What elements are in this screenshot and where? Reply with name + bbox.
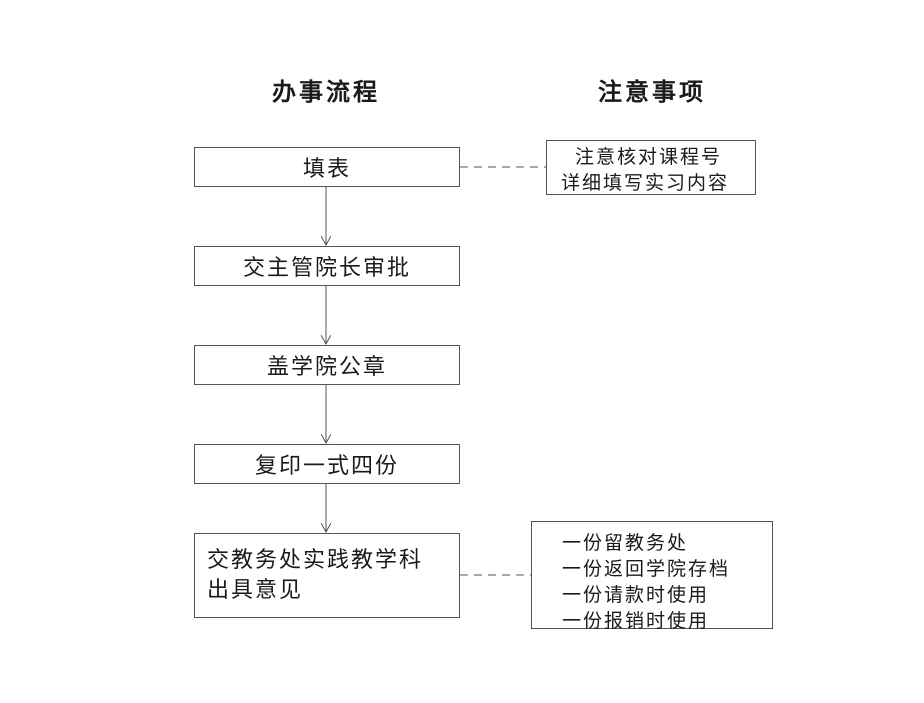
step-label: 填表 xyxy=(302,157,351,182)
step-label: 盖学院公章 xyxy=(266,355,387,380)
note-line: 一份留教务处 xyxy=(562,532,689,554)
step-submit-office: 交教务处实践教学科 出具意见 xyxy=(194,533,460,618)
process-heading: 办事流程 xyxy=(272,78,380,106)
note-check-course: 注意核对课程号 详细填写实习内容 xyxy=(546,140,756,195)
note-copies-distribution: 一份留教务处 一份返回学院存档 一份请款时使用 一份报销时使用 xyxy=(531,521,773,632)
step-copy-four: 复印一式四份 xyxy=(194,444,460,484)
note-line: 一份请款时使用 xyxy=(562,584,710,606)
step-label-line: 交教务处实践教学科 xyxy=(207,548,424,573)
note-line: 详细填写实习内容 xyxy=(561,172,730,194)
step-label-line: 出具意见 xyxy=(207,578,304,603)
step-college-seal: 盖学院公章 xyxy=(194,345,460,385)
note-line: 一份报销时使用 xyxy=(562,610,710,632)
step-label: 复印一式四份 xyxy=(254,454,399,479)
step-dean-approval: 交主管院长审批 xyxy=(194,246,460,286)
notes-heading: 注意事项 xyxy=(598,78,706,106)
step-fill-form: 填表 xyxy=(194,147,460,187)
note-line: 一份返回学院存档 xyxy=(562,558,731,580)
note-line: 注意核对课程号 xyxy=(575,146,723,168)
step-label: 交主管院长审批 xyxy=(242,256,411,281)
